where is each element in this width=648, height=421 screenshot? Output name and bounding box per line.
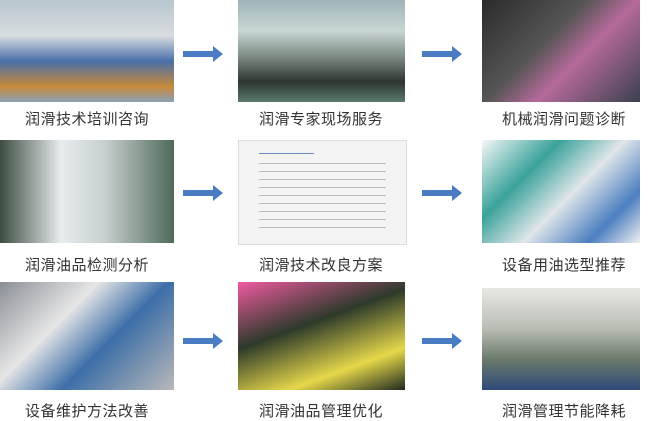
maintenance-workers-photo xyxy=(0,282,174,390)
caption: 润滑技术培训咨询 xyxy=(24,110,149,128)
oil-lab-testing-photo xyxy=(0,140,174,243)
improvement-report-photo xyxy=(238,140,407,245)
arrow-right-icon xyxy=(183,185,223,201)
caption: 设备用油选型推荐 xyxy=(501,256,626,274)
seminar-audience-photo xyxy=(482,288,640,390)
machine-diagnosis-photo xyxy=(482,0,640,102)
arrow-right-icon xyxy=(422,46,462,62)
caption: 润滑管理节能降耗 xyxy=(501,402,626,420)
arrow-right-icon xyxy=(183,46,223,62)
caption: 润滑油品管理优化 xyxy=(258,402,383,420)
training-classroom-photo xyxy=(0,0,174,102)
caption: 润滑油品检测分析 xyxy=(24,256,149,274)
onsite-experts-photo xyxy=(238,0,405,102)
arrow-right-icon xyxy=(422,333,462,349)
caption: 机械润滑问题诊断 xyxy=(501,110,626,128)
lubricant-products-photo xyxy=(482,140,640,243)
arrow-right-icon xyxy=(183,333,223,349)
caption: 设备维护方法改善 xyxy=(24,402,149,420)
caption: 润滑技术改良方案 xyxy=(258,256,383,274)
oil-management-photo xyxy=(238,282,405,390)
arrow-right-icon xyxy=(422,185,462,201)
caption: 润滑专家现场服务 xyxy=(258,110,383,128)
